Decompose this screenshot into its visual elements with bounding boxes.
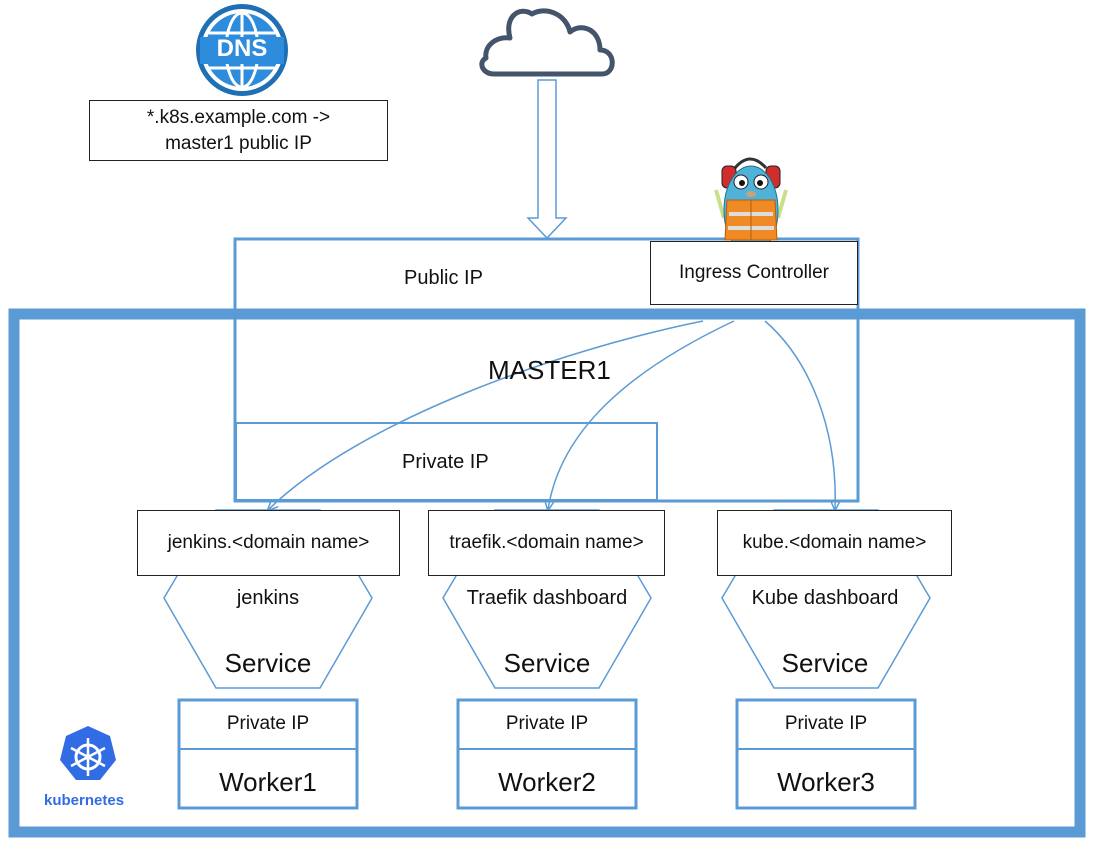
worker2-name: Worker2 [498, 767, 596, 797]
dns-icon-label: DNS [216, 35, 268, 62]
worker3-box [735, 698, 917, 810]
master1-private-ip-label: Private IP [402, 451, 489, 473]
worker1-private-ip-label: Private IP [226, 713, 310, 734]
service-type-traefik: Service [503, 648, 591, 678]
cloud-icon [479, 8, 615, 77]
worker3-name: Worker3 [777, 767, 875, 797]
service-name-traefik: Traefik dashboard [466, 587, 628, 609]
service-domain-jenkins: jenkins.<domain name> [137, 510, 400, 576]
route-arrow-traefik [548, 320, 735, 510]
worker1-box [177, 698, 359, 810]
dns-record-line1: *.k8s.example.com -> [146, 106, 331, 128]
worker2-private-ip-label: Private IP [505, 713, 589, 734]
service-type-jenkins: Service [224, 648, 312, 678]
worker1-name: Worker1 [219, 767, 317, 797]
worker3-private-ip-label: Private IP [784, 713, 868, 734]
kubernetes-logo-icon [60, 726, 116, 780]
dns-record-line2: master1 public IP [165, 132, 312, 154]
route-arrow-kube [764, 320, 835, 510]
master1-private-ip-box [235, 422, 658, 501]
kubernetes-logo-label: kubernetes [44, 792, 125, 809]
gopher-mascot-icon [714, 157, 788, 255]
service-name-kube: Kube dashboard [751, 587, 899, 609]
public-ip-label: Public IP [404, 267, 483, 289]
service-domain-kube: kube.<domain name> [717, 510, 952, 576]
service-domain-traefik: traefik.<domain name> [428, 510, 665, 576]
route-arrow-jenkins [268, 320, 704, 510]
worker2-box [456, 698, 638, 810]
master1-title: MASTER1 [488, 355, 611, 385]
internet-traffic-arrow [526, 79, 568, 240]
dns-record-box: *.k8s.example.com -> master1 public IP [89, 100, 388, 161]
dns-icon [196, 4, 288, 96]
service-type-kube: Service [781, 648, 869, 678]
kubernetes-cluster-frame [8, 308, 1086, 838]
service-name-jenkins: jenkins [236, 587, 300, 609]
ingress-controller-box: Ingress Controller [650, 241, 858, 305]
